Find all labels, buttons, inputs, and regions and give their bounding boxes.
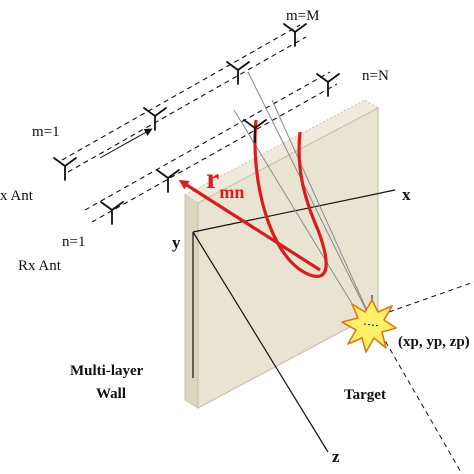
array-rails — [61, 24, 338, 223]
labels: m=M n=N m=1 x Ant n=1 Rx Ant rmn x y z M… — [0, 8, 470, 466]
wall-top-face — [183, 99, 380, 204]
tx-rail-upper — [61, 24, 301, 161]
antenna-icon — [143, 107, 167, 131]
target-label: Target — [344, 387, 386, 403]
wall-label-line1: Multi-layer — [70, 363, 144, 379]
target — [341, 299, 397, 353]
projection-z — [371, 317, 463, 474]
antenna-icon — [283, 23, 307, 47]
y-axis-label: y — [172, 233, 181, 252]
multi-layer-wall — [183, 99, 380, 409]
signal-curve — [253, 119, 328, 278]
n-top-label: n=N — [362, 68, 389, 84]
antenna-icon — [53, 157, 77, 181]
ray-2 — [271, 99, 375, 327]
tx-ant-label: x Ant — [0, 188, 34, 204]
n-first-label: n=1 — [62, 234, 85, 250]
m-top-label: m=M — [286, 8, 319, 24]
antenna-icon — [226, 61, 250, 85]
z-axis-label: z — [332, 447, 340, 466]
wall-side-face — [184, 194, 199, 409]
ray-1 — [247, 71, 373, 323]
antenna-array — [53, 23, 340, 225]
x-axis-label: x — [402, 185, 411, 204]
tx-rail-lower — [67, 36, 307, 173]
signal-arrow — [178, 179, 321, 272]
rx-ant-label: Rx Ant — [18, 258, 62, 274]
z-axis-line — [192, 231, 329, 453]
explosion-star-icon — [341, 299, 397, 353]
target-coordinates: (xp, yp, zp) — [398, 334, 470, 350]
x-axis-line — [192, 189, 396, 233]
antenna-icon — [243, 119, 267, 143]
wall-label-line2: Wall — [96, 386, 126, 402]
rx-rail-upper — [84, 71, 331, 211]
antenna-icon — [316, 73, 340, 97]
rx-rail-lower — [91, 83, 338, 223]
coordinate-axes — [192, 189, 396, 453]
m-first-label: m=1 — [32, 124, 60, 140]
scan-direction-arrow — [99, 128, 153, 159]
r-mn-label: rmn — [206, 162, 244, 202]
antenna-icon — [156, 169, 180, 193]
signal-path — [178, 119, 328, 278]
antenna-icon — [100, 201, 124, 225]
